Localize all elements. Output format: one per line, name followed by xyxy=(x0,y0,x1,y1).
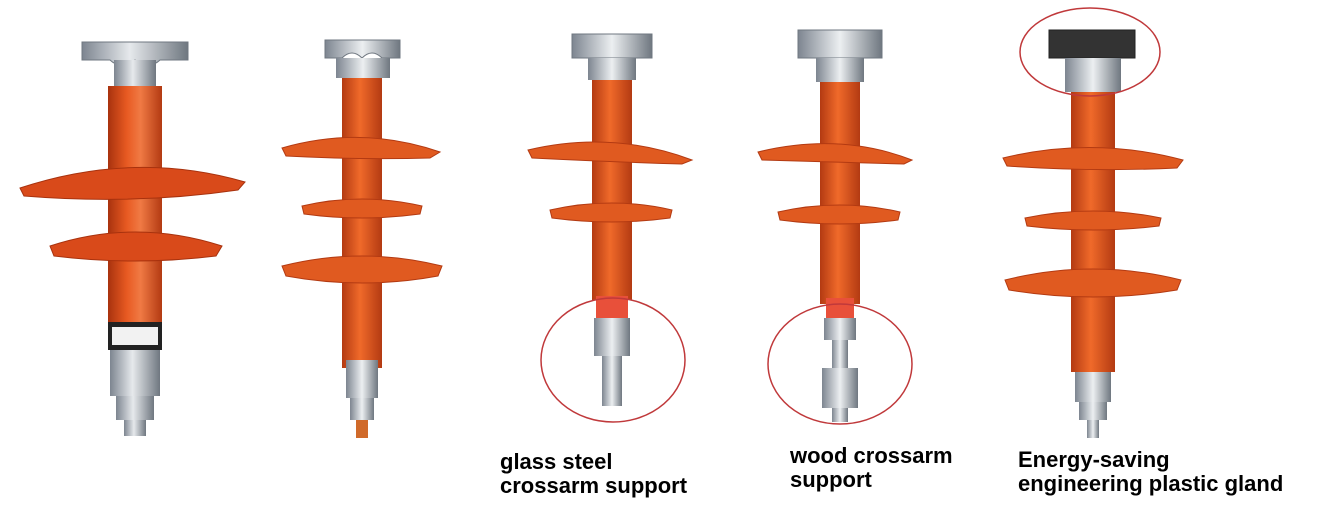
caption-glass-steel: glass steel crossarm support xyxy=(500,450,687,498)
caption-wood: wood crossarm support xyxy=(790,444,953,492)
caption-wood-line1: wood crossarm xyxy=(790,443,953,468)
insulator-4-image xyxy=(757,29,914,425)
highlight-circle-3 xyxy=(1019,7,1161,97)
caption-plastic-gland-line1: Energy-saving xyxy=(1018,447,1170,472)
insulator-3-image xyxy=(527,33,694,423)
insulator-2-image xyxy=(281,39,443,438)
caption-glass-steel-line1: glass steel xyxy=(500,449,613,474)
caption-plastic-gland-line2: engineering plastic gland xyxy=(1018,471,1284,496)
insulator-5-image xyxy=(1002,7,1184,438)
insulator-1-image xyxy=(19,41,246,436)
caption-plastic-gland: Energy-saving engineering plastic gland xyxy=(1018,448,1283,496)
caption-wood-line2: support xyxy=(790,467,872,492)
highlight-circle-1 xyxy=(540,297,686,423)
caption-glass-steel-line2: crossarm support xyxy=(500,473,688,498)
highlight-circle-2 xyxy=(767,303,913,425)
